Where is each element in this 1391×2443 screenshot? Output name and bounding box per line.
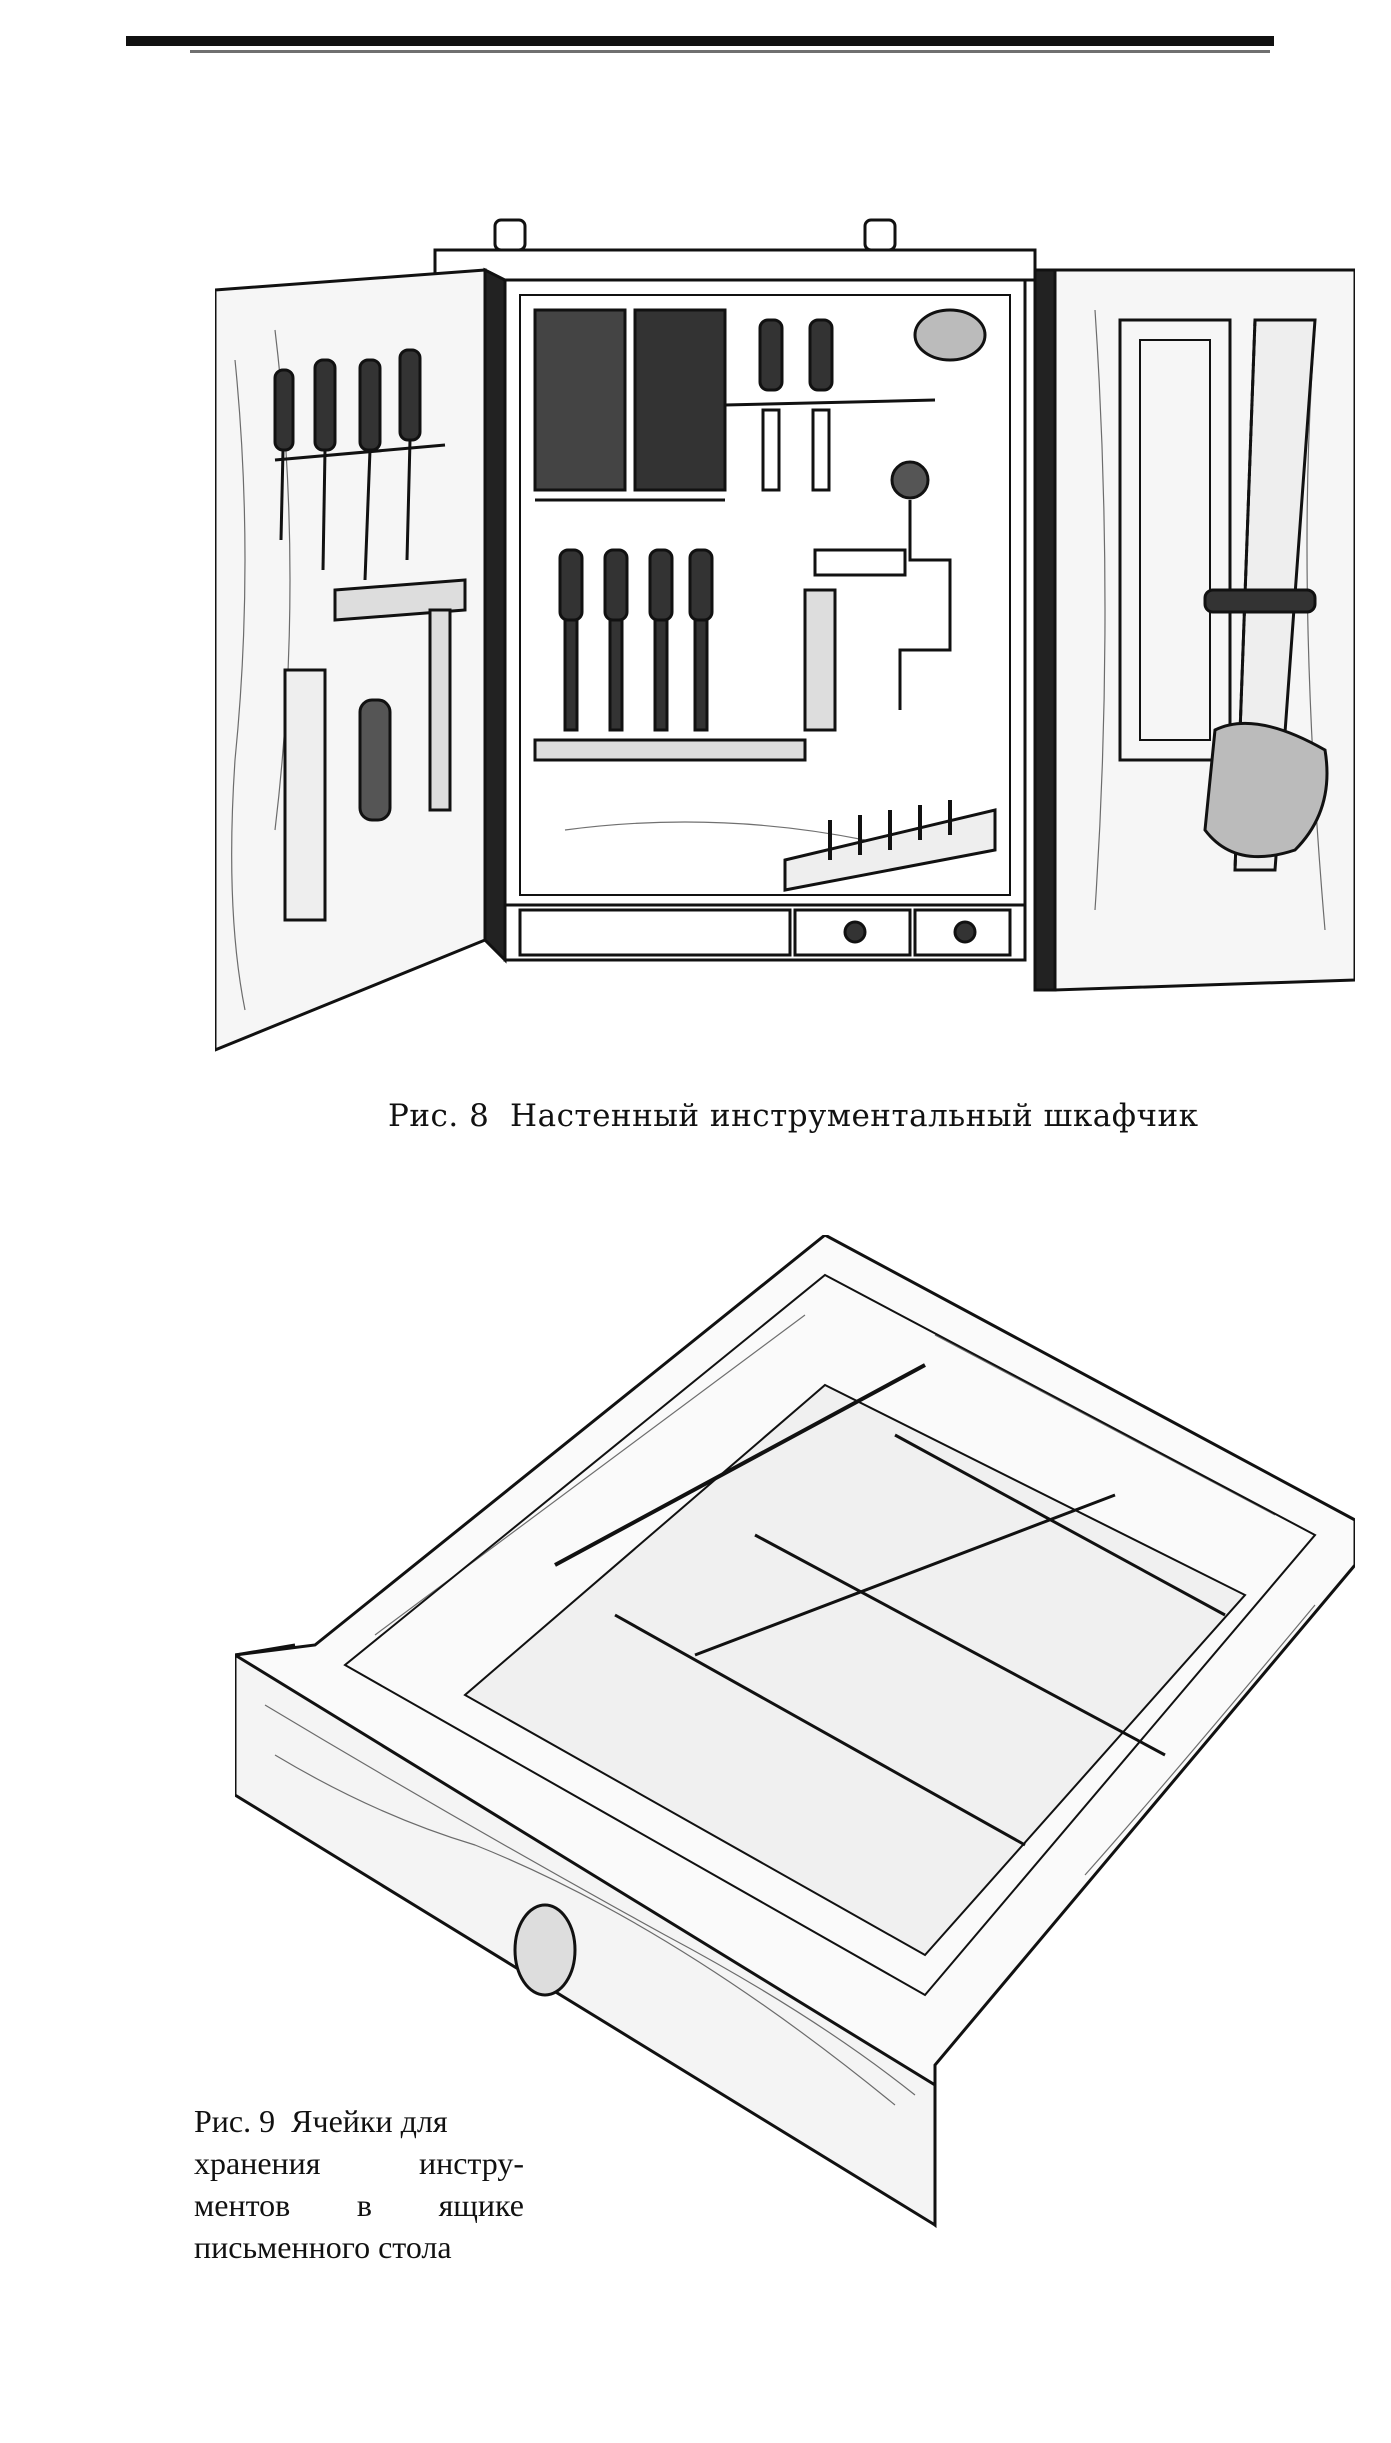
figure-8-number: Рис. 8 — [388, 1098, 490, 1134]
figure-8-tool-cabinet-illustration — [215, 218, 1355, 1052]
figure-9-caption-line: ментов в ящике — [194, 2187, 524, 2223]
figure-8-caption-text: Настенный инструментальный шкафчик — [510, 1098, 1199, 1134]
figure-9-caption-line: письменного стола — [194, 2229, 452, 2265]
figure-9-drawer-compartments-illustration — [235, 1235, 1355, 2229]
header-rule — [126, 36, 1274, 46]
figure-9-caption-line: Рис. 9 — [194, 2103, 276, 2139]
figure-9-caption: Рис. 9 Ячейки для хранения инстру- менто… — [194, 2100, 524, 2268]
figure-9-caption-line: Ячейки для — [291, 2103, 448, 2139]
header-rule-secondary — [190, 50, 1270, 53]
figure-9-caption-line: хранения инстру- — [194, 2145, 524, 2181]
figure-8-caption: Рис. 8 Настенный инструментальный шкафчи… — [388, 1098, 1199, 1134]
